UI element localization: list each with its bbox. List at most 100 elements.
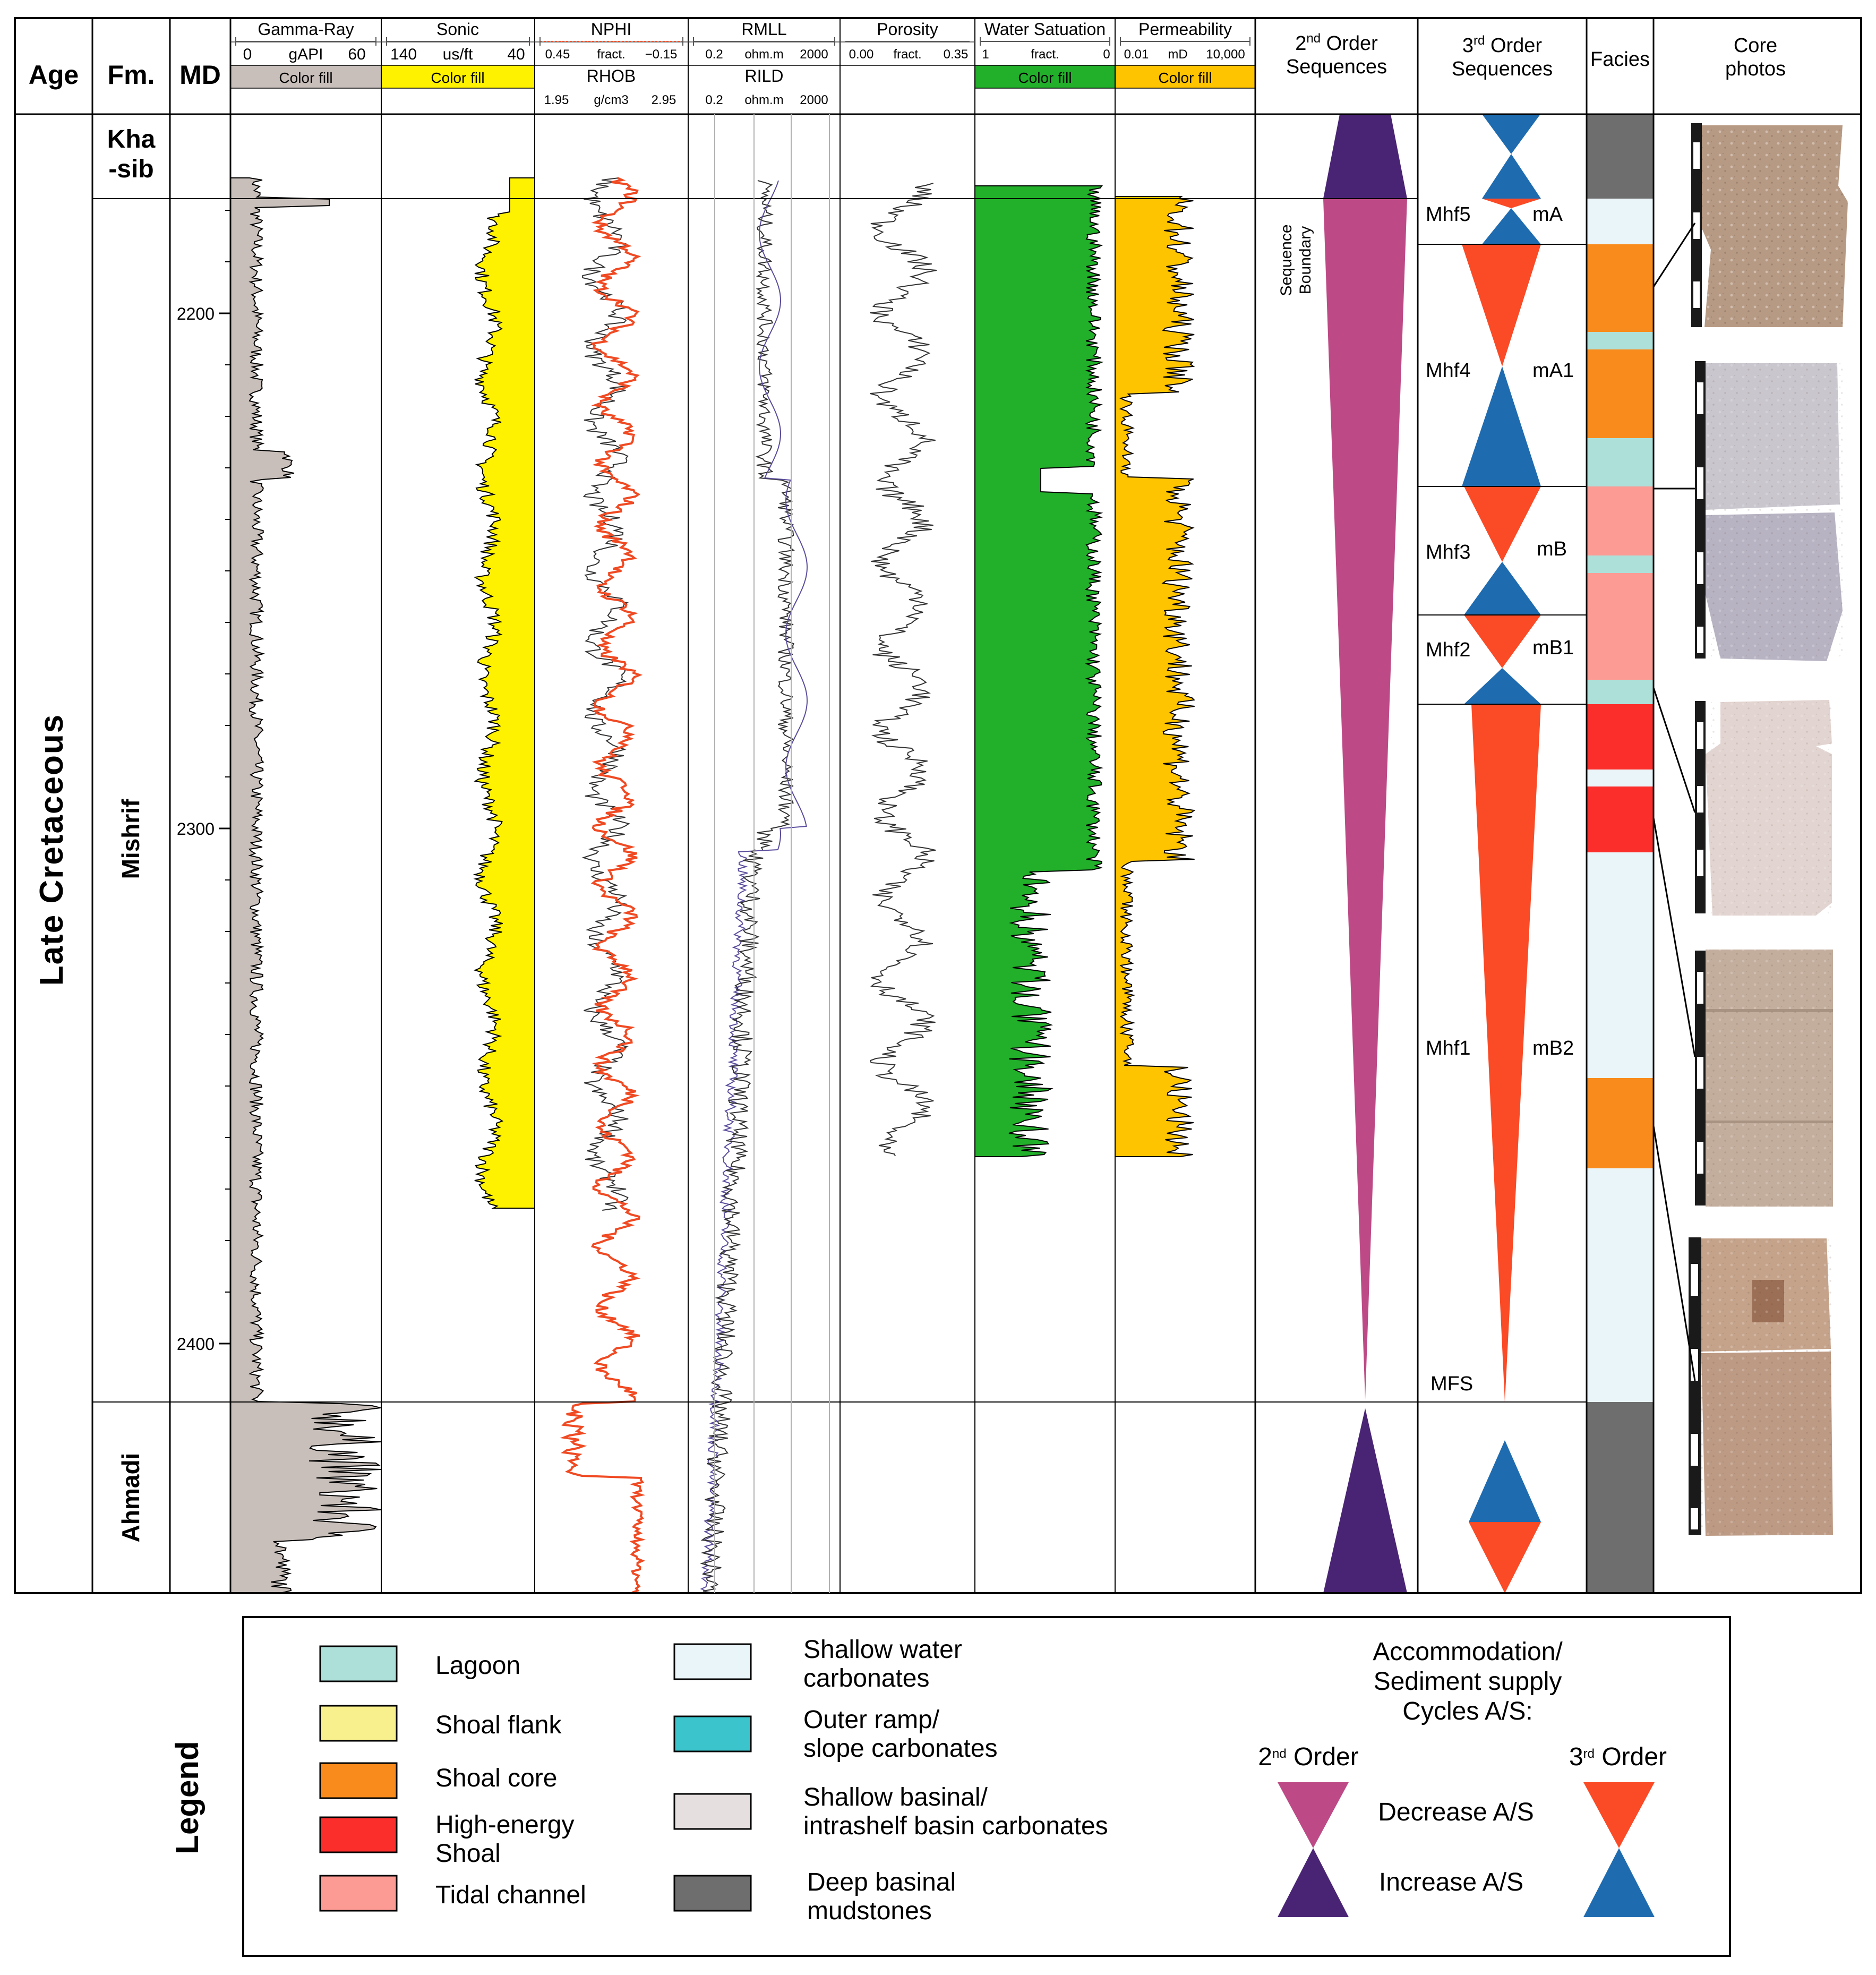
facies-deep-basinal: [1587, 1402, 1654, 1593]
legend-swatch-shoal-flank: [319, 1705, 398, 1742]
facies-shallow-water: [1587, 852, 1654, 1078]
header-facies: Facies: [1590, 48, 1650, 71]
legend: Legend Lagoon Shoal flank Shoal core Hig…: [169, 1616, 1731, 1957]
legend-label-lagoon: Lagoon: [435, 1652, 520, 1680]
seq-code-mb: mB: [1537, 538, 1567, 560]
third-order-decrease-triangle: [1469, 1522, 1541, 1593]
third-order-decrease-triangle: [1464, 615, 1541, 668]
legend-decrease: Decrease A/S: [1378, 1798, 1534, 1826]
track-gamma-fill: Color fill: [279, 70, 332, 86]
rmll-curve: [699, 849, 764, 1594]
track-rhob-min: 1.95: [544, 93, 569, 107]
core-connector: [1652, 1125, 1696, 1381]
sequence-boundary-label-2: Boundary: [1297, 226, 1314, 294]
legend-swatch-deep-basinal: [673, 1875, 752, 1912]
seq-name-mhf4: Mhf4: [1426, 360, 1470, 382]
legend-swatch-tidal-channel: [319, 1875, 398, 1912]
facies-shallow-water: [1587, 770, 1654, 786]
water-saturation-curve: [974, 185, 1104, 1157]
legend-cycles-title: Accommodation/: [1373, 1638, 1563, 1666]
core-photo-3: [1695, 700, 1833, 916]
legend-third-order: 3rd Order: [1569, 1743, 1667, 1771]
legend-second-order-decrease: [1278, 1782, 1349, 1848]
track-perm-title: Permeability: [1138, 20, 1232, 39]
legend-label-shoal-flank: Shoal flank: [435, 1711, 562, 1739]
track-sonic-fill: Color fill: [431, 70, 484, 86]
track-sonic-title: Sonic: [436, 20, 479, 39]
facies-lagoon: [1587, 332, 1654, 349]
log-curves: [230, 177, 1196, 1594]
facies-lagoon: [1587, 555, 1654, 573]
header-third-order: 3rd Order: [1462, 33, 1543, 57]
track-gamma-unit: gAPI: [288, 46, 323, 63]
core-connector: [1652, 687, 1696, 813]
core-photo-4: [1695, 950, 1833, 1207]
third-order-increase-triangle: [1482, 208, 1541, 244]
core-connector: [1652, 817, 1696, 1057]
header-formation: Fm.: [108, 60, 155, 90]
track-nphi-title: NPHI: [591, 20, 631, 39]
second-order-cycles: [1323, 114, 1407, 1593]
legend-second-order: 2nd Order: [1258, 1743, 1358, 1771]
legend-increase: Increase A/S: [1379, 1868, 1523, 1896]
facies-tidal-channel: [1587, 486, 1654, 555]
core-photos: [1652, 123, 1848, 1536]
sonic-curve: [473, 177, 535, 1209]
third-order-increase-triangle: [1462, 366, 1541, 486]
third-order-decrease-triangle: [1462, 244, 1541, 366]
header-age: Age: [29, 60, 79, 90]
third-order-increase-triangle: [1469, 1440, 1541, 1522]
header-scale-bars: [235, 37, 1250, 46]
track-rild-max: 2000: [800, 93, 828, 107]
legend-second-order-increase: [1278, 1848, 1349, 1917]
track-rmll-max: 2000: [800, 47, 828, 62]
depth-label: 2300: [177, 819, 215, 839]
legend-label-shallow-basinal-2: intrashelf basin carbonates: [803, 1812, 1108, 1840]
mfs-label: MFS: [1430, 1373, 1473, 1395]
track-rmll-min: 0.2: [705, 47, 723, 62]
track-nphi-max: −0.15: [645, 47, 678, 62]
legend-swatch-high-energy-shoal: [319, 1816, 398, 1853]
legend-third-order-decrease: [1583, 1782, 1655, 1848]
depth-label: 2400: [177, 1335, 215, 1354]
third-order-decrease-triangle: [1471, 704, 1541, 1402]
header: Age Fm. MD Gamma-Ray 0 gAPI 60 Color fil…: [29, 20, 1786, 107]
gamma-ray-curve: [230, 177, 382, 1593]
legend-label-outer-ramp: Outer ramp/: [803, 1706, 940, 1734]
seq-code-mb1: mB1: [1532, 637, 1574, 659]
facies-shoal-core: [1587, 349, 1654, 438]
legend-cycles-title-3: Cycles A/S:: [1402, 1697, 1532, 1725]
core-photo-2: [1695, 361, 1843, 661]
track-nphi-min: 0.45: [545, 47, 570, 62]
facies-shoal-core: [1587, 244, 1654, 332]
seq-code-ma: mA: [1532, 203, 1563, 226]
track-sw-max: 0: [1103, 47, 1110, 62]
facies-shallow-water: [1587, 1168, 1654, 1402]
legend-third-order-increase: [1583, 1848, 1655, 1917]
track-perm-min: 0.01: [1124, 47, 1149, 62]
seq-name-mhf3: Mhf3: [1426, 541, 1470, 563]
header-second-order: 2nd Order: [1295, 31, 1378, 55]
second-order-increase-triangle: [1323, 114, 1407, 199]
third-order-decrease-triangle: [1482, 199, 1541, 208]
rhob-curve: [560, 177, 646, 1594]
header-second-order-2: Sequences: [1286, 56, 1387, 78]
track-perm-max: 10,000: [1206, 47, 1245, 62]
formation-khasib-2: -sib: [108, 155, 153, 183]
second-order-decrease-triangle: [1323, 199, 1407, 1400]
track-sw-title: Water Satuation: [984, 20, 1106, 39]
track-sw-fill: Color fill: [1018, 70, 1072, 86]
legend-cycles-title-2: Sediment supply: [1374, 1668, 1562, 1696]
core-photo-5: [1689, 1237, 1833, 1536]
third-order-labels: Mhf5 mA Mhf4 mA1 Mhf3 mB Mhf2 mB1 Mhf1 m…: [1426, 203, 1574, 1395]
track-rhob-title: RHOB: [587, 66, 636, 86]
track-rhob-unit: g/cm3: [594, 93, 628, 107]
header-md: MD: [179, 60, 221, 90]
facies-shoal-core: [1587, 1078, 1654, 1168]
track-porosity-unit: fract.: [893, 47, 921, 62]
sequence-boundary-label: Sequence: [1278, 224, 1295, 296]
legend-swatch-outer-ramp: [673, 1715, 752, 1752]
header-fill-bars: [230, 65, 1255, 88]
track-porosity-max: 0.35: [944, 47, 969, 62]
